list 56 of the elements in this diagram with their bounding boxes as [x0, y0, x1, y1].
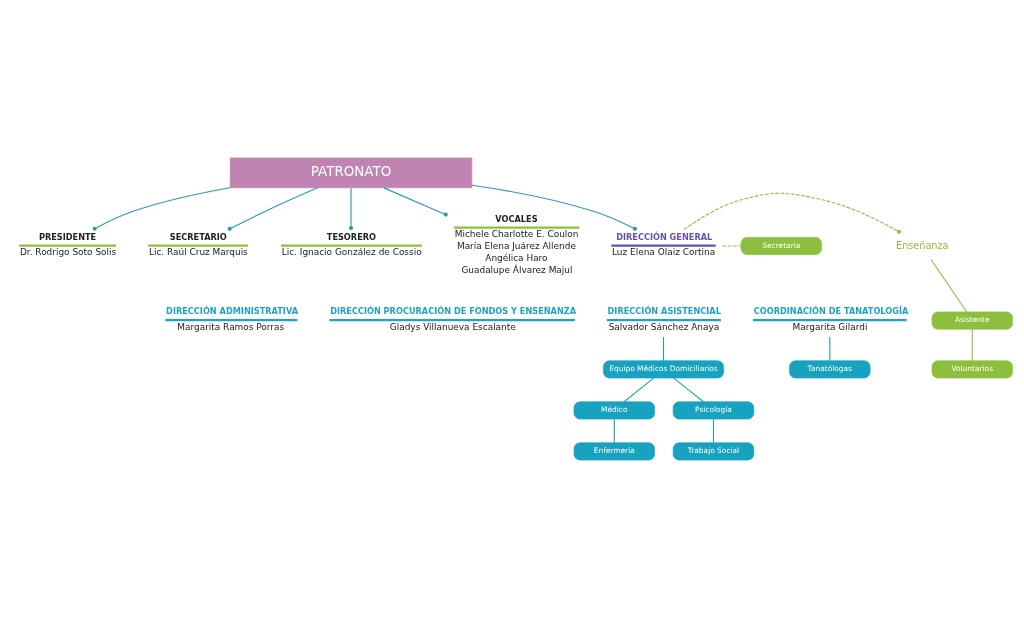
connector [92, 186, 231, 231]
node-box [164, 318, 297, 321]
node-label: DIRECCIÓN PROCURACIÓN DE FONDOS Y ENSEÑANZA [329, 305, 576, 316]
node-label: Dr. Rodrigo Soto Solis [19, 246, 116, 257]
connector [623, 377, 654, 402]
node-label: Lic. Ignacio González de Cossio [281, 246, 422, 257]
node-box: Psicología [672, 400, 754, 419]
connector [348, 187, 353, 230]
node-label: Margarita Ramos Porras [176, 321, 284, 332]
node-box: Asistente [931, 311, 1013, 329]
node-label: Lic. Raúl Cruz Marquis [148, 246, 248, 257]
node-label: DIRECCIÓN GENERAL [615, 231, 712, 242]
node-label: Michele Charlotte E. Coulon [454, 228, 578, 239]
connector [971, 328, 973, 361]
node-label: DIRECCIÓN ADMINISTRATIVA [165, 305, 298, 316]
node-label: María Elena Juárez Allende [456, 240, 576, 251]
node-box-text [18, 244, 116, 247]
node-label: PRESIDENTE [38, 231, 96, 242]
node-box-text [280, 244, 422, 247]
connector [227, 186, 318, 231]
node-box: Enfermería [573, 442, 655, 460]
node-box [610, 244, 716, 247]
node-box [453, 226, 579, 229]
node-label: Angélica Haro [484, 252, 548, 263]
node-label: Gladys Villanueva Escalante [389, 321, 516, 332]
node-box: Secretaria [740, 236, 822, 255]
node-label: SECRETARIO [169, 231, 227, 242]
node-box [752, 318, 907, 321]
node-box-text [147, 244, 248, 247]
connector [929, 258, 967, 312]
node-box [328, 318, 575, 321]
node-box: Voluntarios [931, 359, 1013, 378]
node-box [606, 318, 721, 321]
node-label: VOCALES [494, 213, 538, 224]
connector [712, 418, 714, 443]
node-label: TESORERO [326, 231, 376, 242]
connector [828, 336, 830, 361]
node-box: Médico [573, 400, 655, 419]
node-text: Enseñanza [895, 239, 949, 251]
connector [471, 184, 637, 231]
node-label: Salvador Sánchez Anaya [608, 321, 719, 332]
connector [662, 336, 664, 361]
connector [683, 192, 901, 234]
node-box: Trabajo Social [672, 442, 754, 460]
node-label: Margarita Gilardi [792, 321, 867, 332]
node-label: COORDINACIÓN DE TANATOLOGÍA [753, 305, 908, 316]
connector [613, 418, 615, 443]
node-label: DIRECCIÓN ASISTENCIAL [607, 305, 721, 316]
node-label: Luz Elena Olaiz Cortina [611, 246, 715, 257]
connector [382, 186, 448, 217]
node-box: PATRONATO [229, 157, 472, 188]
node-box: Tanatólogas [788, 359, 870, 378]
node-box: Equipo Médicos Domiciliarios [602, 359, 724, 378]
connector [721, 244, 742, 247]
node-label: Guadalupe Álvarez Majul [460, 264, 572, 275]
connector [672, 377, 704, 402]
